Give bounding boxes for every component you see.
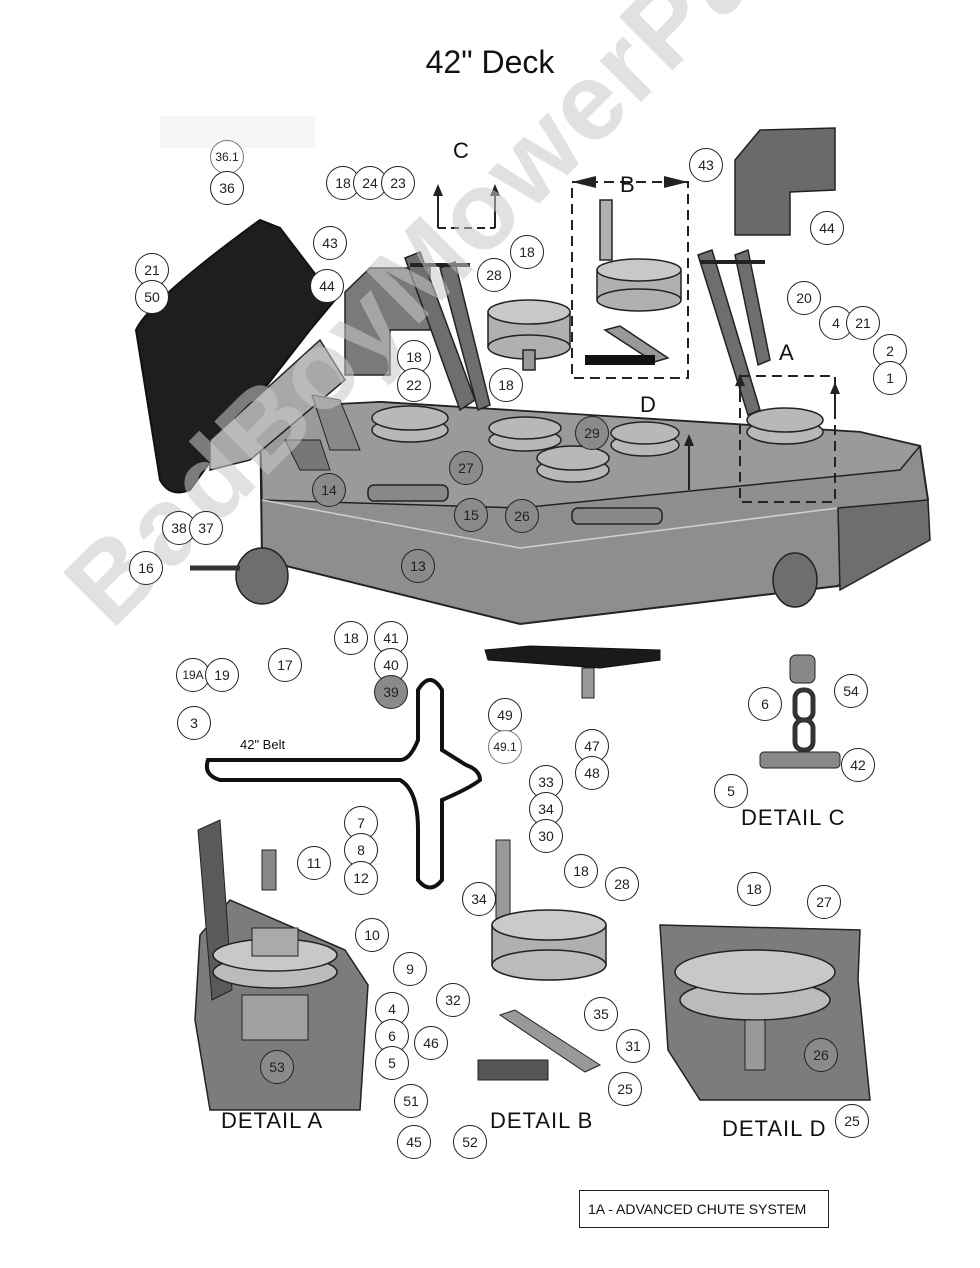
part-callout-25: 25 <box>835 1104 869 1138</box>
part-callout-35: 35 <box>584 997 618 1031</box>
part-callout-53: 53 <box>260 1050 294 1084</box>
part-callout-23: 23 <box>381 166 415 200</box>
part-callout-43: 43 <box>313 226 347 260</box>
part-callout-40: 40 <box>374 648 408 682</box>
part-callout-10: 10 <box>355 918 389 952</box>
part-callout-43: 43 <box>689 148 723 182</box>
part-callout-5: 5 <box>714 774 748 808</box>
detail-c-label: DETAIL C <box>741 805 846 830</box>
part-callout-26: 26 <box>505 499 539 533</box>
part-callout-52: 52 <box>453 1125 487 1159</box>
part-callout-36-1: 36.1 <box>210 140 244 174</box>
part-callout-14: 14 <box>312 473 346 507</box>
view-letter-b: B <box>620 172 635 197</box>
discharge-chute-icon <box>134 218 346 494</box>
part-callout-11: 11 <box>297 846 331 880</box>
part-callout-36: 36 <box>210 171 244 205</box>
part-callout-30: 30 <box>529 819 563 853</box>
part-callout-48: 48 <box>575 756 609 790</box>
part-callout-32: 32 <box>436 983 470 1017</box>
part-callout-44: 44 <box>810 211 844 245</box>
detail-c-graphic <box>759 654 841 769</box>
view-letter-a: A <box>779 340 794 365</box>
part-callout-5: 5 <box>375 1046 409 1080</box>
part-callout-25: 25 <box>608 1072 642 1106</box>
part-callout-24: 24 <box>353 166 387 200</box>
part-callout-18: 18 <box>510 235 544 269</box>
part-callout-13: 13 <box>401 549 435 583</box>
part-callout-21: 21 <box>846 306 880 340</box>
part-callout-42: 42 <box>841 748 875 782</box>
detail-a-label: DETAIL A <box>221 1108 324 1133</box>
part-callout-28: 28 <box>477 258 511 292</box>
detail-b-graphic <box>477 839 607 1081</box>
view-letter-d: D <box>640 392 656 417</box>
part-callout-46: 46 <box>414 1026 448 1060</box>
part-callout-34: 34 <box>462 882 496 916</box>
belt-label: 42" Belt <box>240 737 286 752</box>
part-callout-54: 54 <box>834 674 868 708</box>
part-callout-18: 18 <box>489 368 523 402</box>
part-callout-18: 18 <box>737 872 771 906</box>
part-callout-18: 18 <box>334 621 368 655</box>
wheel-icon <box>235 547 818 608</box>
part-callout-20: 20 <box>787 281 821 315</box>
detail-b-label: DETAIL B <box>490 1108 594 1133</box>
part-callout-31: 31 <box>616 1029 650 1063</box>
detail-d-label: DETAIL D <box>722 1116 827 1141</box>
part-callout-51: 51 <box>394 1084 428 1118</box>
part-callout-26: 26 <box>804 1038 838 1072</box>
part-callout-27: 27 <box>807 885 841 919</box>
part-callout-28: 28 <box>605 867 639 901</box>
part-callout-3: 3 <box>177 706 211 740</box>
part-callout-37: 37 <box>189 511 223 545</box>
detail-d-graphic <box>659 924 871 1101</box>
part-callout-18: 18 <box>564 854 598 888</box>
part-callout-49-1: 49.1 <box>488 730 522 764</box>
part-callout-16: 16 <box>129 551 163 585</box>
part-callout-15: 15 <box>454 498 488 532</box>
part-callout-45: 45 <box>397 1125 431 1159</box>
part-callout-47: 47 <box>575 729 609 763</box>
part-callout-12: 12 <box>344 861 378 895</box>
part-callout-6: 6 <box>748 687 782 721</box>
view-letter-c: C <box>453 138 469 163</box>
part-callout-44: 44 <box>310 269 344 303</box>
part-callout-19: 19 <box>205 658 239 692</box>
advanced-chute-system-note: 1A - ADVANCED CHUTE SYSTEM <box>579 1190 829 1228</box>
part-callout-49: 49 <box>488 698 522 732</box>
detail-a-graphic <box>194 819 369 1111</box>
part-callout-1: 1 <box>873 361 907 395</box>
part-callout-39: 39 <box>374 675 408 709</box>
part-callout-29: 29 <box>575 416 609 450</box>
part-callout-27: 27 <box>449 451 483 485</box>
part-callout-50: 50 <box>135 280 169 314</box>
part-callout-22: 22 <box>397 368 431 402</box>
part-callout-17: 17 <box>268 648 302 682</box>
page-title: 42" Deck <box>425 44 555 80</box>
part-callout-9: 9 <box>393 952 427 986</box>
